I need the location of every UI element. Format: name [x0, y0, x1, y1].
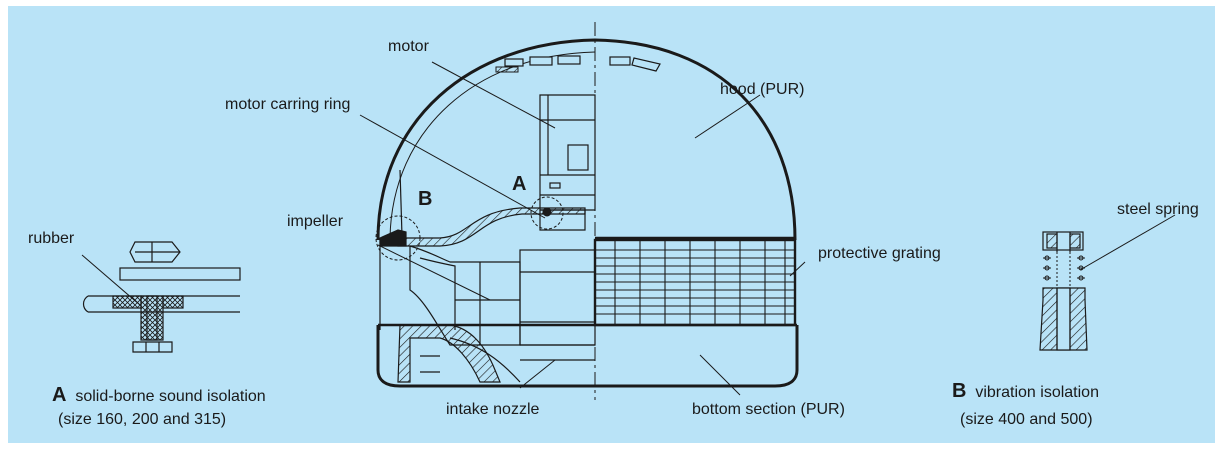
- label-steel-spring: steel spring: [1117, 201, 1199, 218]
- detail-a-rubber: [112, 295, 142, 309]
- label-hood: hood (PUR): [720, 81, 805, 98]
- detail-b-circle: [375, 215, 421, 261]
- detail-b-spring: [1043, 252, 1085, 286]
- label-impeller: impeller: [287, 213, 344, 230]
- motor-carrying-ring: [397, 207, 586, 247]
- marker-detail-b: B: [418, 188, 433, 210]
- label-bottom-section: bottom section (PUR): [692, 401, 845, 418]
- caption-detail-a: A solid-borne sound isolation: [52, 384, 266, 406]
- label-protective-grating: protective grating: [818, 245, 941, 262]
- caption-detail-b: B vibration isolation: [952, 380, 1099, 402]
- label-motor-carrying-ring: motor carring ring: [225, 96, 351, 113]
- detail-a-bolt: [542, 207, 552, 217]
- label-intake-nozzle: intake nozzle: [446, 401, 540, 418]
- fan-unit: [375, 22, 799, 400]
- detail-a-nut: [129, 241, 181, 263]
- detail-b-drawing: [1039, 231, 1088, 351]
- detail-a-bushing: [140, 295, 164, 341]
- left-support: [379, 169, 407, 330]
- caption-b-line1: vibration isolation: [975, 384, 1099, 401]
- caption-a-letter: A: [52, 384, 67, 406]
- motor-body: [539, 94, 596, 231]
- detail-a-plate: [119, 267, 241, 281]
- label-rubber: rubber: [28, 230, 75, 247]
- grating-horizontal-bars: [595, 249, 795, 315]
- label-motor: motor: [388, 38, 429, 55]
- caption-b-letter: B: [952, 380, 967, 402]
- caption-b-line2: (size 400 and 500): [960, 411, 1093, 428]
- grating-vertical-bars: [614, 240, 786, 325]
- protective-grating: [593, 238, 797, 327]
- hood-vent-slots: [504, 55, 661, 72]
- detail-a-bottom-nut: [132, 341, 173, 353]
- detail-b-top-sleeve: [1042, 231, 1084, 251]
- caption-a-line2: (size 160, 200 and 315): [58, 411, 227, 428]
- detail-a-circle: [530, 196, 564, 230]
- nozzle-curve: [449, 337, 521, 383]
- diagram-background: [8, 6, 1215, 443]
- caption-a-line1: solid-borne sound isolation: [75, 388, 266, 405]
- leader-lines: [81, 61, 1176, 396]
- detail-a-rubber-right: [162, 295, 184, 309]
- hood-hatched-cap: [495, 66, 519, 73]
- detail-a-drawing: [82, 241, 241, 353]
- impeller: [409, 245, 596, 346]
- intake-nozzle: [397, 324, 501, 383]
- marker-detail-a: A: [512, 173, 527, 195]
